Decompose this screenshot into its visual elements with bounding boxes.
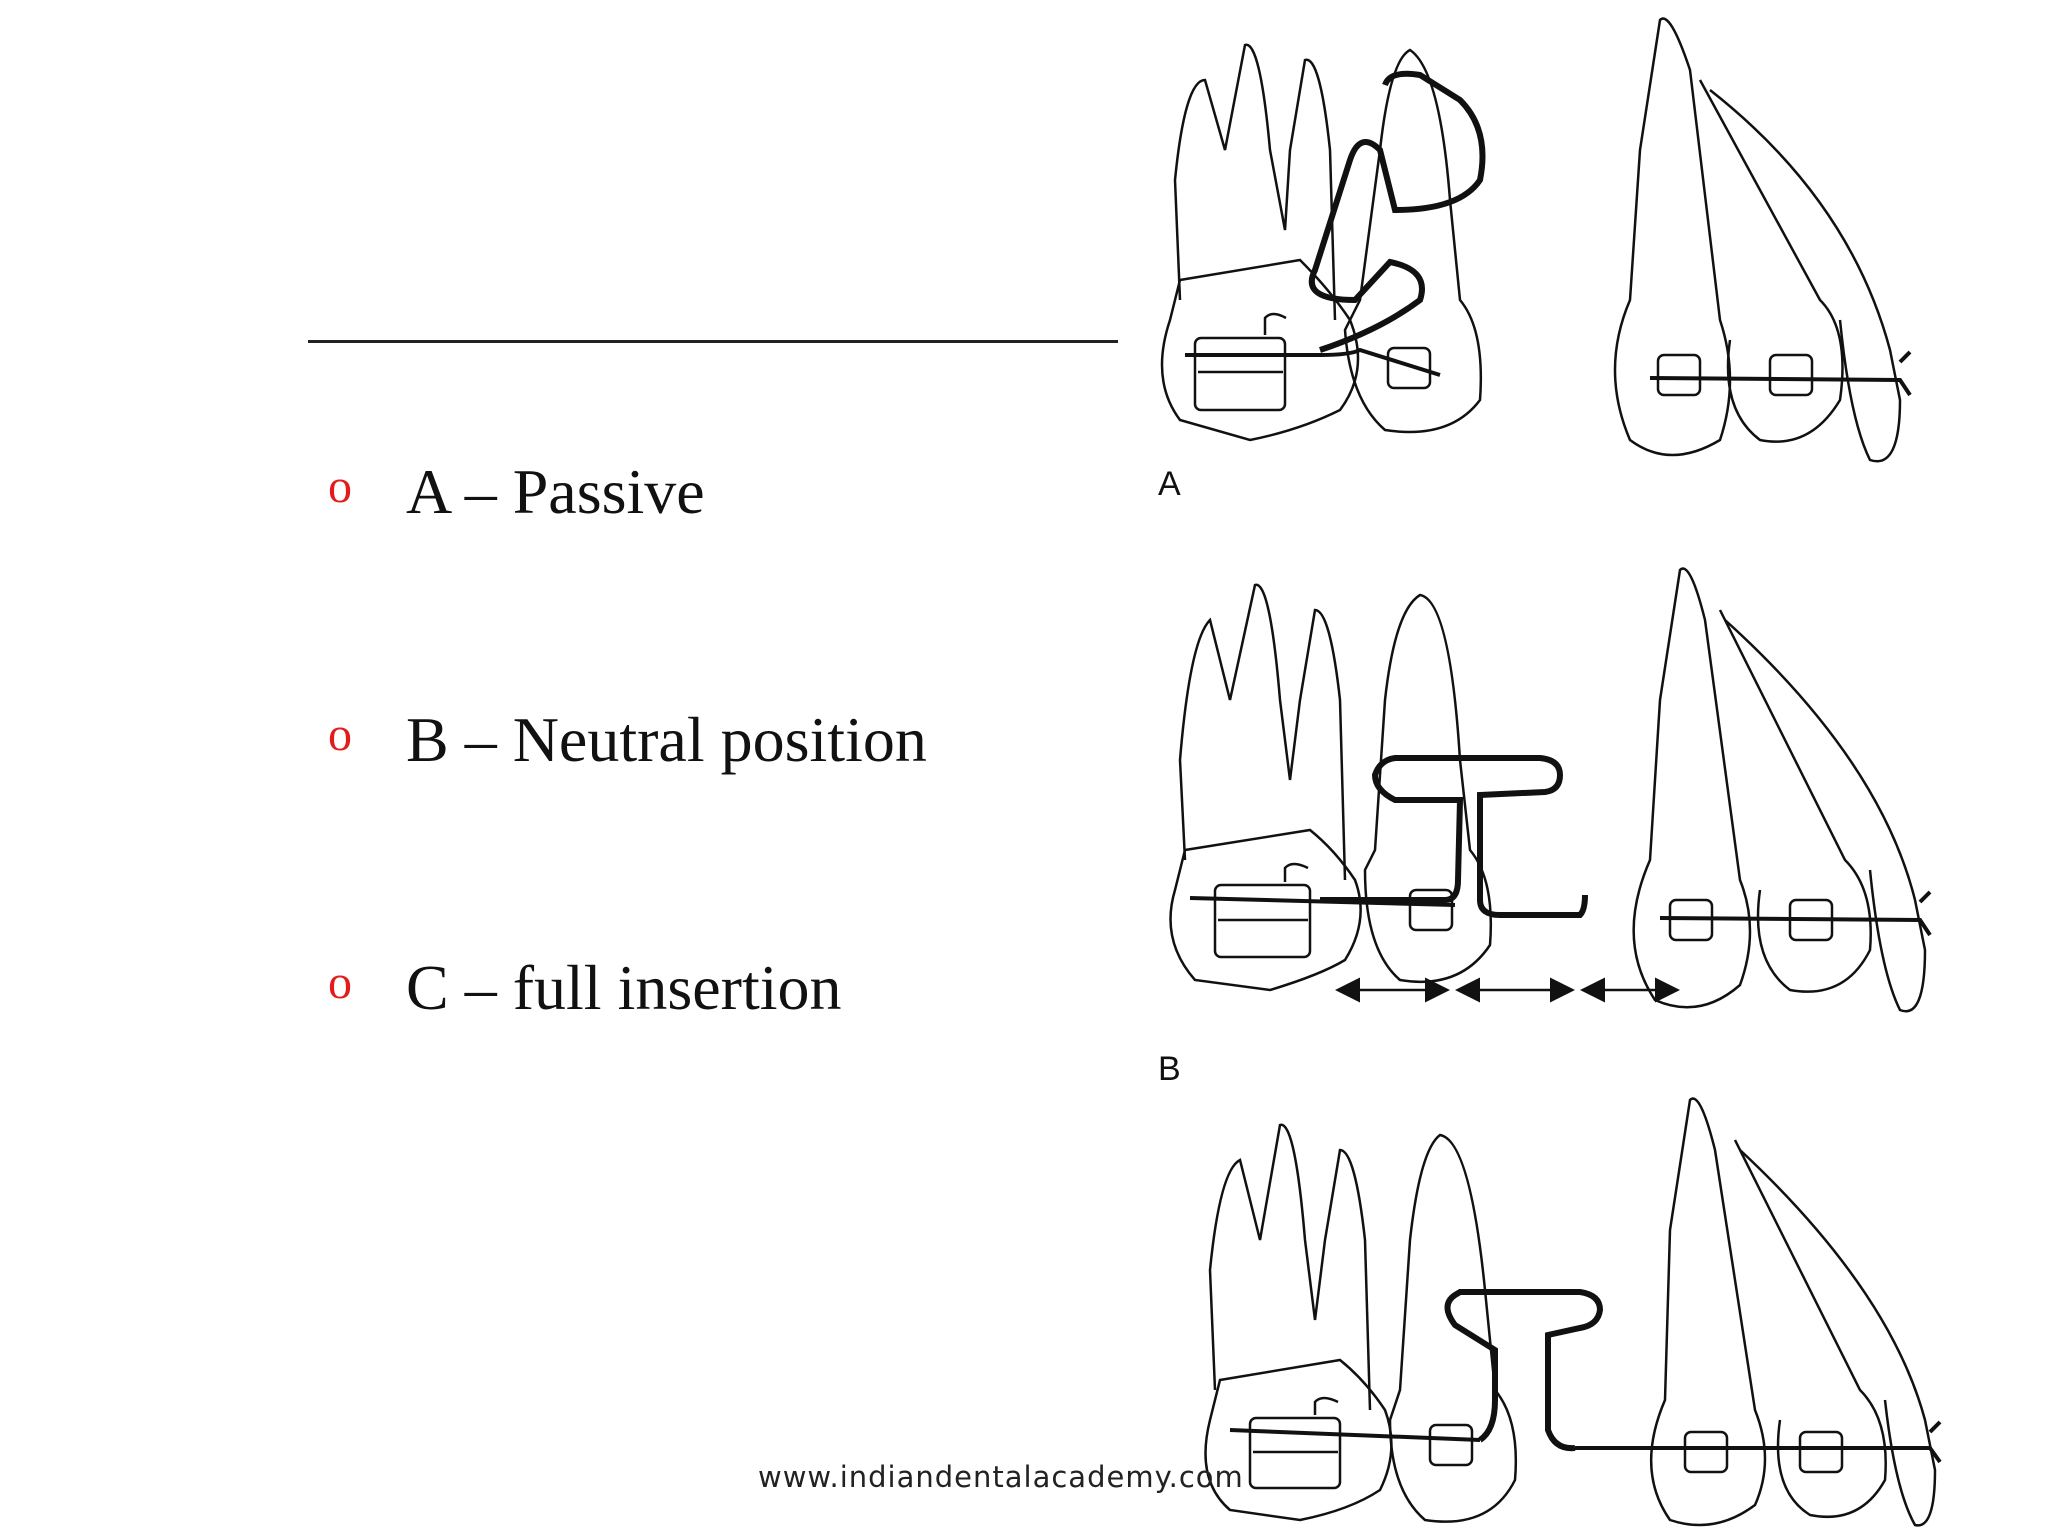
bullet-text: B – Neutral position [406, 704, 927, 775]
premolar-tooth [1388, 1133, 1518, 1523]
canine-tooth [1650, 1097, 1767, 1527]
bullet-marker: o [328, 955, 352, 1009]
canine-tooth [1613, 17, 1732, 457]
bullet-item-passive: o A – Passive [328, 452, 705, 532]
central-incisor [1724, 619, 1927, 1013]
molar-band [1213, 883, 1312, 959]
bullet-text: A – Passive [406, 456, 705, 527]
bullet-item-neutral-position: o B – Neutral position [328, 700, 927, 780]
archwire [1229, 1428, 1481, 1442]
bracket [1656, 353, 1702, 397]
t-loop-wire [1320, 755, 1588, 918]
lateral-incisor [1698, 79, 1844, 443]
panel-b [1169, 567, 1932, 1013]
title-divider [308, 340, 1118, 343]
figure-label-b: B [1158, 1050, 1181, 1088]
central-incisor [1709, 89, 1902, 463]
bracket [1386, 346, 1432, 390]
lateral-incisor [1718, 609, 1872, 993]
loop-wire [1308, 70, 1486, 353]
bracket [1683, 1430, 1729, 1474]
bullet-marker: o [328, 459, 352, 513]
bracket [1798, 1430, 1844, 1474]
panel-a [1160, 17, 1912, 463]
t-loop-wire [1444, 1289, 1604, 1452]
molar-roots [1178, 583, 1347, 881]
archwire [1575, 1420, 1942, 1464]
orthodontic-loop-diagram: A B [1158, 17, 1942, 1527]
premolar-tooth [1363, 593, 1493, 984]
footer-website-url: www.indiandentalacademy.com [758, 1460, 1244, 1494]
archwire [1185, 347, 1441, 377]
premolar-tooth [1343, 48, 1483, 434]
bracket [1408, 888, 1454, 932]
molar-band [1193, 336, 1287, 412]
molar-tooth [1169, 828, 1362, 992]
bracket [1768, 353, 1814, 397]
panel-c [1204, 1097, 1942, 1527]
archwire [1659, 890, 1932, 937]
archwire [1649, 350, 1912, 397]
bracket [1428, 1423, 1474, 1467]
bullet-marker: o [328, 707, 352, 761]
canine-tooth [1632, 567, 1752, 1009]
central-incisor [1739, 1149, 1937, 1527]
molar-roots [1208, 1123, 1372, 1411]
figure-label-a: A [1158, 465, 1181, 503]
molar-band [1248, 1416, 1342, 1490]
lateral-incisor [1733, 1139, 1887, 1519]
molar-tooth [1204, 1358, 1393, 1522]
bullet-item-full-insertion: o C – full insertion [328, 948, 842, 1028]
molar-roots [1173, 43, 1337, 321]
bullet-text: C – full insertion [406, 952, 842, 1023]
